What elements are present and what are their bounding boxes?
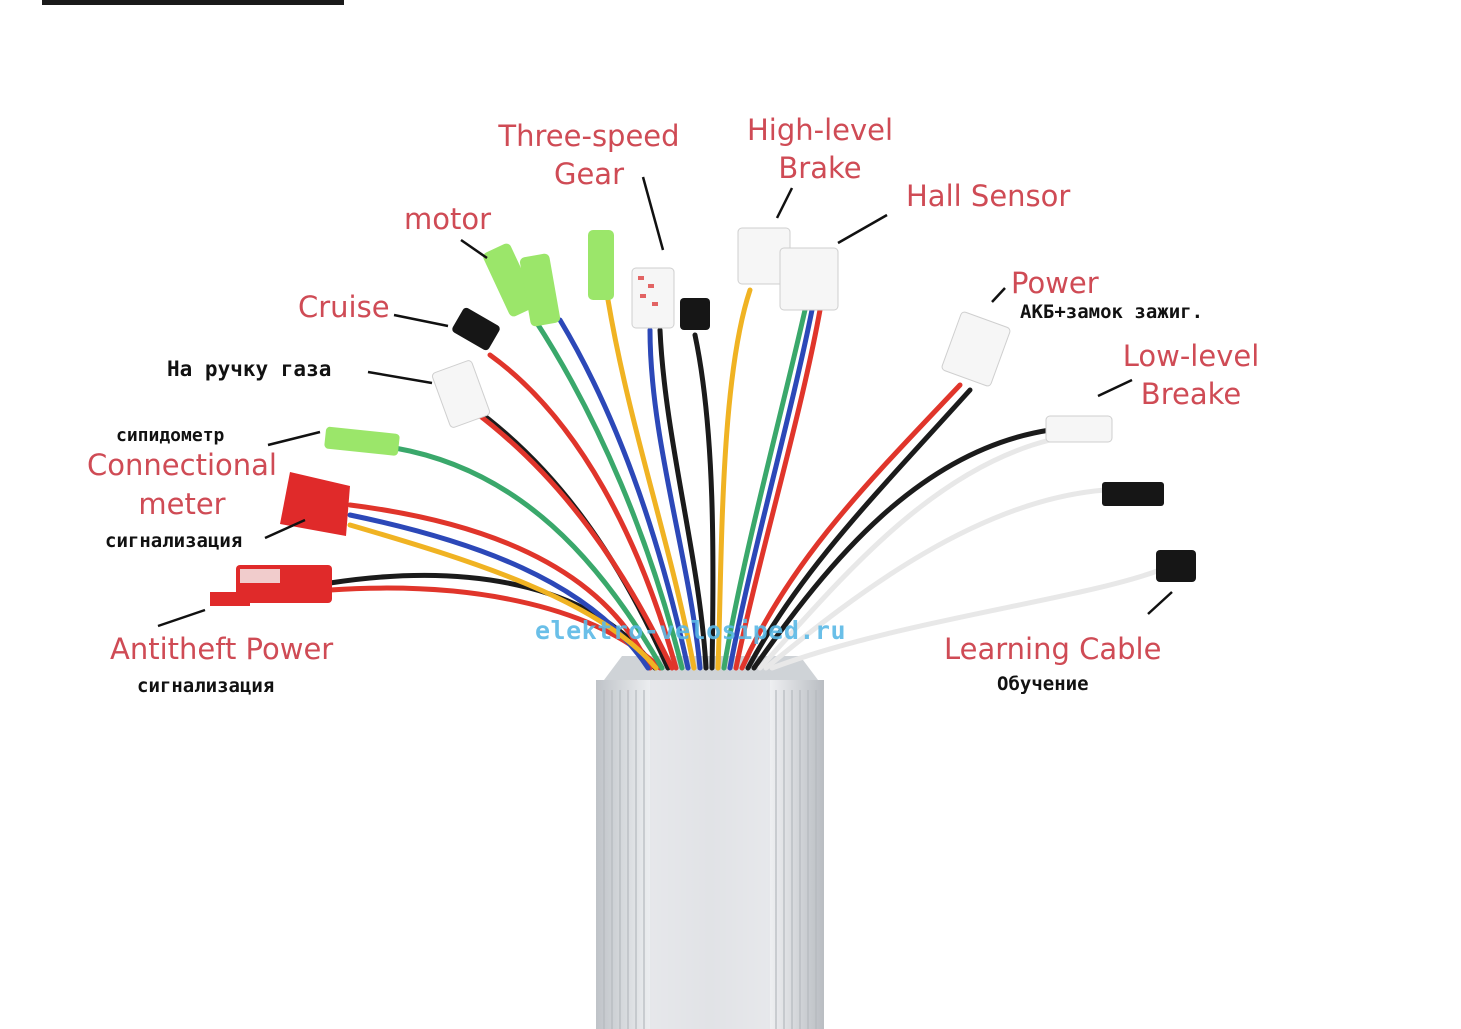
high-brake-line1: High-level (746, 113, 894, 147)
cruise-label: Cruise (298, 290, 390, 324)
low-brake-line1: Low-level (1122, 339, 1260, 373)
throttle-ru-label: На ручку газа (167, 357, 332, 381)
learning-ru-label: Обучение (997, 673, 1089, 695)
watermark-text: elektro-velosiped.ru (535, 616, 847, 645)
three-speed-line2: Gear (553, 157, 624, 191)
leader-lines (157, 176, 1173, 628)
alarm-ru-label-1: сигнализация (105, 530, 243, 552)
speedometer-ru-label: сипидометр (116, 425, 225, 446)
power-ru-label: АКБ+замок зажиг. (1020, 301, 1204, 323)
motor-label: motor (404, 202, 492, 236)
connectional-line2: meter (138, 487, 226, 521)
connector-hall (779, 247, 839, 311)
connectional-meter-label: Connectional meter (84, 446, 280, 524)
connector-throttle (431, 360, 491, 428)
alarm-ru-label-2: сигнализация (137, 675, 275, 697)
antitheft-power-label: Antitheft Power (110, 632, 334, 666)
connectional-line1: Connectional (87, 448, 277, 482)
connector-alarm (280, 472, 350, 536)
connector-meter (324, 426, 400, 456)
connector-black-right (1102, 482, 1164, 506)
learning-cable-label: Learning Cable (944, 632, 1162, 666)
high-level-brake-label: High-level Brake (744, 111, 896, 187)
three-speed-line1: Three-speed (498, 119, 680, 153)
connector-three-speed (631, 267, 675, 329)
low-level-brake-label: Low-level Breake (1116, 337, 1266, 413)
top-bar (42, 0, 344, 5)
connector-learning (1156, 550, 1196, 582)
controller-housing (596, 656, 824, 1029)
connector-power (941, 311, 1011, 387)
connector-gear-green (588, 230, 614, 300)
low-brake-line2: Breake (1140, 377, 1242, 411)
hall-sensor-label: Hall Sensor (906, 179, 1071, 213)
power-label: Power (1011, 266, 1099, 300)
connector-cruise (452, 307, 500, 351)
three-speed-gear-label: Three-speed Gear (496, 117, 682, 193)
connector-antitheft (210, 565, 332, 606)
wire-bundle (327, 287, 1163, 671)
high-brake-line2: Brake (778, 151, 862, 185)
connector-motor (483, 243, 561, 327)
connector-black-small (680, 298, 710, 330)
connector-low-brake (1045, 415, 1113, 443)
